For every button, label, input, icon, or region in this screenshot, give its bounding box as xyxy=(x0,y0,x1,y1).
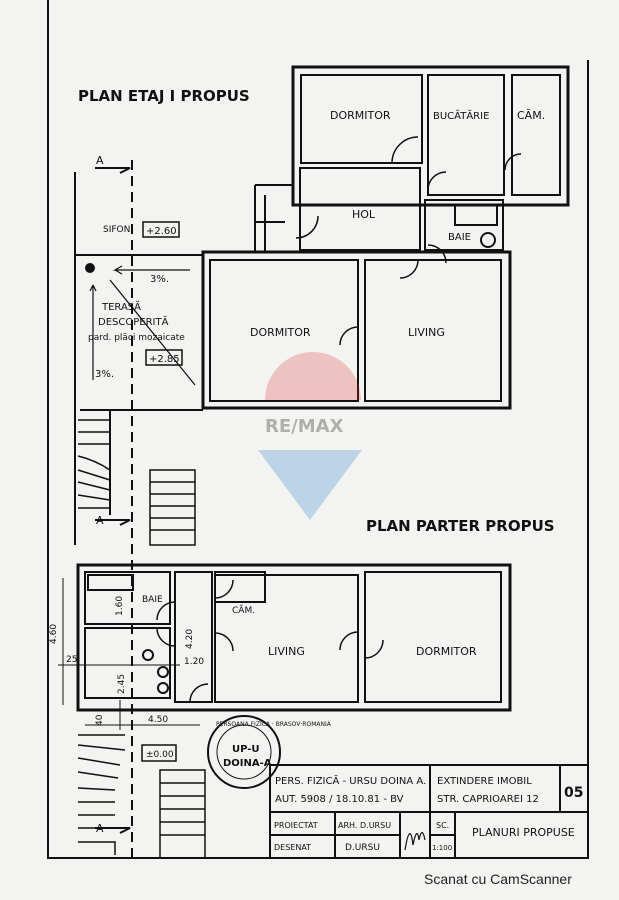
stove-2 xyxy=(157,666,169,678)
section-a-bottom: A xyxy=(96,822,104,835)
staircase-upper-left xyxy=(77,419,196,546)
stove-1 xyxy=(142,649,154,661)
project-line2: STR. CAPRIOAREI 12 xyxy=(437,794,539,805)
wall-upper-main xyxy=(201,250,512,410)
dim-1-20: 1.20 xyxy=(184,657,204,667)
room-dormitor-lower xyxy=(364,571,502,703)
upper-plan-title: PLAN ETAJ I PROPUS xyxy=(78,87,250,105)
dimension-lines xyxy=(58,578,200,730)
label-hol: HOL xyxy=(352,208,376,221)
scale-value: 1:100 xyxy=(432,844,452,852)
room-dormitor-upper xyxy=(209,259,359,402)
stamp-ring: PERSOANA FIZICA · BRASOV·ROMANIA xyxy=(216,721,332,728)
room-hol xyxy=(299,167,421,251)
door-arcs xyxy=(295,136,522,346)
terrace-line1: TERASĂ xyxy=(101,300,141,313)
slope-2: 3%. xyxy=(95,369,114,380)
staircase-lower xyxy=(77,734,206,859)
label-camara-lower: CĂM. xyxy=(232,604,255,616)
dim-25: 25 xyxy=(66,655,77,665)
proiectat-name: ARH. D.URSU xyxy=(338,821,391,830)
section-marker-top xyxy=(95,167,131,834)
scale-label: SC. xyxy=(436,821,449,830)
level-box-top xyxy=(142,221,180,238)
dim-40: 40 xyxy=(95,714,105,726)
stove-3 xyxy=(157,682,169,694)
terrace-outline xyxy=(74,172,203,545)
sheet-number: 05 xyxy=(564,785,583,801)
bathtub-lower xyxy=(87,574,134,591)
label-baie-lower: BAIE xyxy=(142,595,163,605)
dim-2-45: 2.45 xyxy=(117,674,127,694)
sheet-title: PLANURI PROPUSE xyxy=(472,826,575,839)
label-dormitor-top: DORMITOR xyxy=(330,109,391,122)
toilet xyxy=(480,232,496,248)
label-living-upper: LIVING xyxy=(408,326,445,339)
kitchen-block xyxy=(84,627,171,699)
owner-line2: AUT. 5908 / 18.10.81 - BV xyxy=(275,794,404,805)
scanner-footer: Scanat cu CamScanner xyxy=(424,871,572,887)
level-top: +2.60 xyxy=(146,226,177,237)
label-baie-top: BAIE xyxy=(448,232,471,243)
room-baie-top xyxy=(424,199,504,251)
dim-1-60: 1.60 xyxy=(115,596,125,616)
wall-upper-wing xyxy=(291,65,570,207)
stair-landing xyxy=(254,184,293,252)
level-box xyxy=(141,744,177,762)
dim-4-20: 4.20 xyxy=(185,629,195,649)
label-bucatarie: BUCĂTĂRIE xyxy=(433,109,489,122)
terrace-line2: DESCOPERITĂ xyxy=(98,315,169,328)
room-camara-top xyxy=(511,74,561,196)
sifon-drain xyxy=(85,263,95,273)
wall-lower-main xyxy=(76,563,512,712)
desenat-label: DESENAT xyxy=(274,843,311,852)
level-ground: ±0.00 xyxy=(146,750,174,760)
sifon-label: SIFON xyxy=(103,225,130,235)
slope-arrows xyxy=(89,265,196,386)
dim-4-60: 4.60 xyxy=(49,624,59,644)
label-camara-top: CĂM. xyxy=(517,109,545,122)
label-dormitor-upper: DORMITOR xyxy=(250,326,311,339)
room-camara-lower xyxy=(214,571,266,603)
label-living-lower: LIVING xyxy=(268,645,305,658)
section-a-top: A xyxy=(96,154,104,167)
room-living-upper xyxy=(364,259,502,402)
proiectat-label: PROIECTAT xyxy=(274,821,318,830)
section-a-mid: A xyxy=(96,514,104,527)
remax-watermark xyxy=(258,352,362,520)
stamp xyxy=(207,715,281,789)
terrace-line3: pard. plăci mozaicate xyxy=(88,333,185,343)
room-baie-lower xyxy=(84,571,171,625)
level-terrace: +2.85 xyxy=(149,354,180,365)
frame-border xyxy=(47,0,589,859)
title-block-grid xyxy=(269,764,588,858)
hall-lower xyxy=(174,571,213,703)
project-line1: EXTINDERE IMOBIL xyxy=(437,776,532,787)
lower-plan-title: PLAN PARTER PROPUS xyxy=(366,517,555,535)
level-box-terrace xyxy=(145,349,183,366)
dim-4-50: 4.50 xyxy=(148,715,168,725)
desenat-name: D.URSU xyxy=(345,843,380,853)
signature xyxy=(404,831,426,851)
room-bucatarie xyxy=(427,74,505,196)
label-dormitor-lower: DORMITOR xyxy=(416,645,477,658)
room-dormitor-top xyxy=(300,74,423,164)
owner-line1: PERS. FIZICĂ - URSU DOINA A. xyxy=(275,774,426,787)
bathtub xyxy=(454,204,498,226)
watermark-brand: RE/MAX xyxy=(265,416,344,437)
door-arcs-lower xyxy=(156,579,384,703)
room-living-lower xyxy=(214,574,359,703)
stamp-line2: DOINA-A xyxy=(223,758,272,769)
stamp-inner xyxy=(216,724,272,780)
slope-1: 3%. xyxy=(150,274,169,285)
stamp-line1: UP-U xyxy=(232,744,260,755)
